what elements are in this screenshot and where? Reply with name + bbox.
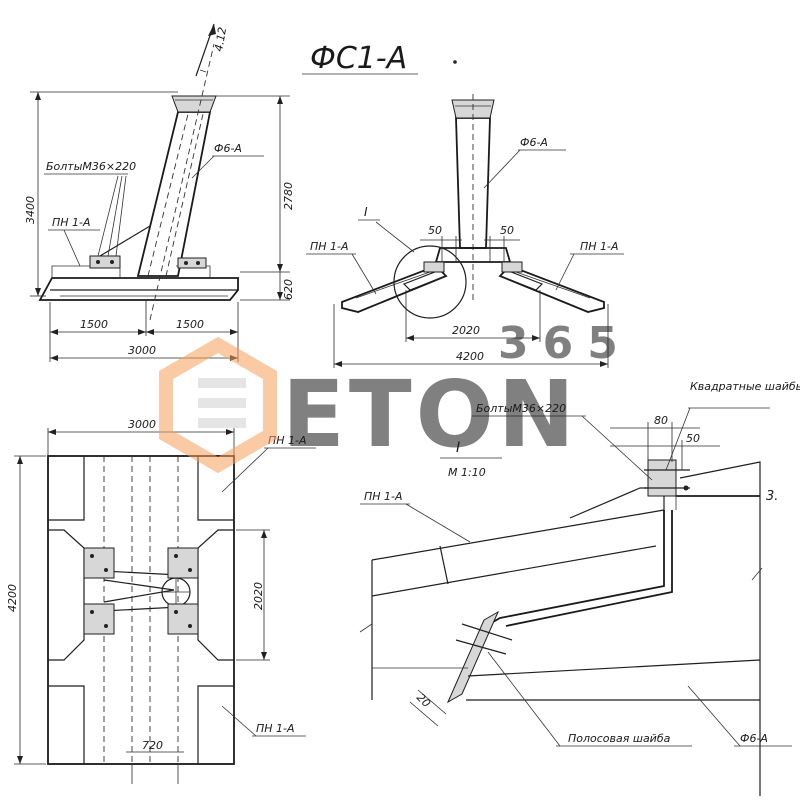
f6-label-detail: Ф6-А <box>740 732 768 745</box>
dim-4200-front: 4200 <box>456 350 484 363</box>
dim-720-plan: 720 <box>142 739 163 752</box>
pn-label-side: ПН 1-А <box>52 216 91 229</box>
section-mark-front: I <box>364 205 368 219</box>
watermark-number: 365 <box>498 318 632 369</box>
dim-620: 620 <box>282 279 295 300</box>
side-view: 4.12 БолтыМ36×220 ПН 1-А Ф6-А 3400 <box>24 23 295 362</box>
angle-dim: 4.12 <box>212 26 229 52</box>
plan-view: 3000 4200 2020 720 ПН 1-А ПН 1-А <box>6 418 316 784</box>
detail-scale: М 1:10 <box>448 466 486 479</box>
dim-2020-front: 2020 <box>452 324 480 337</box>
dim-4200-plan: 4200 <box>6 584 19 612</box>
watermark: 365 ETON <box>159 318 632 474</box>
front-view: I ПН 1-А ПН 1-А Ф6-А 50 50 2020 4200 <box>306 94 624 368</box>
square-washers-label: Квадратные шайбы <box>690 380 800 393</box>
dim-3000-plan: 3000 <box>128 418 156 431</box>
watermark-logo-icon <box>159 336 277 474</box>
dim-20-detail: 20 <box>414 691 433 710</box>
dim-1500-right: 1500 <box>176 318 204 331</box>
drawing-title: ФС1-А <box>310 41 407 76</box>
detail-view: I М 1:10 БолтыМ36×220 Квадра <box>359 380 800 796</box>
dim-2020-plan: 2020 <box>252 582 265 610</box>
pn-label-front-right: ПН 1-А <box>580 240 619 253</box>
pn-label-front-left: ПН 1-А <box>310 240 349 253</box>
dim-50-detail: 50 <box>686 432 700 445</box>
strip-washer-label: Полосовая шайба <box>568 732 671 745</box>
bolts-label-detail: БолтыМ36×220 <box>476 402 566 415</box>
detail-3-label: 3. <box>766 489 778 504</box>
pn-label-plan-top: ПН 1-А <box>268 434 307 447</box>
f6-label-front: Ф6-А <box>520 136 548 149</box>
dim-3400: 3400 <box>24 196 37 224</box>
watermark-text: ETON <box>282 361 579 468</box>
dim-80: 80 <box>654 414 668 427</box>
detail-title: I <box>456 440 460 456</box>
bolts-label-side: БолтыМ36×220 <box>46 160 136 173</box>
dim-3000-side: 3000 <box>128 344 156 357</box>
dim-2780: 2780 <box>282 182 295 210</box>
dim-50-left: 50 <box>428 224 442 237</box>
pn-label-plan-bottom: ПН 1-А <box>256 722 295 735</box>
dim-1500-left: 1500 <box>80 318 108 331</box>
dim-50-right: 50 <box>500 224 514 237</box>
f6-label-side: Ф6-А <box>214 142 242 155</box>
pn-label-detail: ПН 1-А <box>364 490 403 503</box>
